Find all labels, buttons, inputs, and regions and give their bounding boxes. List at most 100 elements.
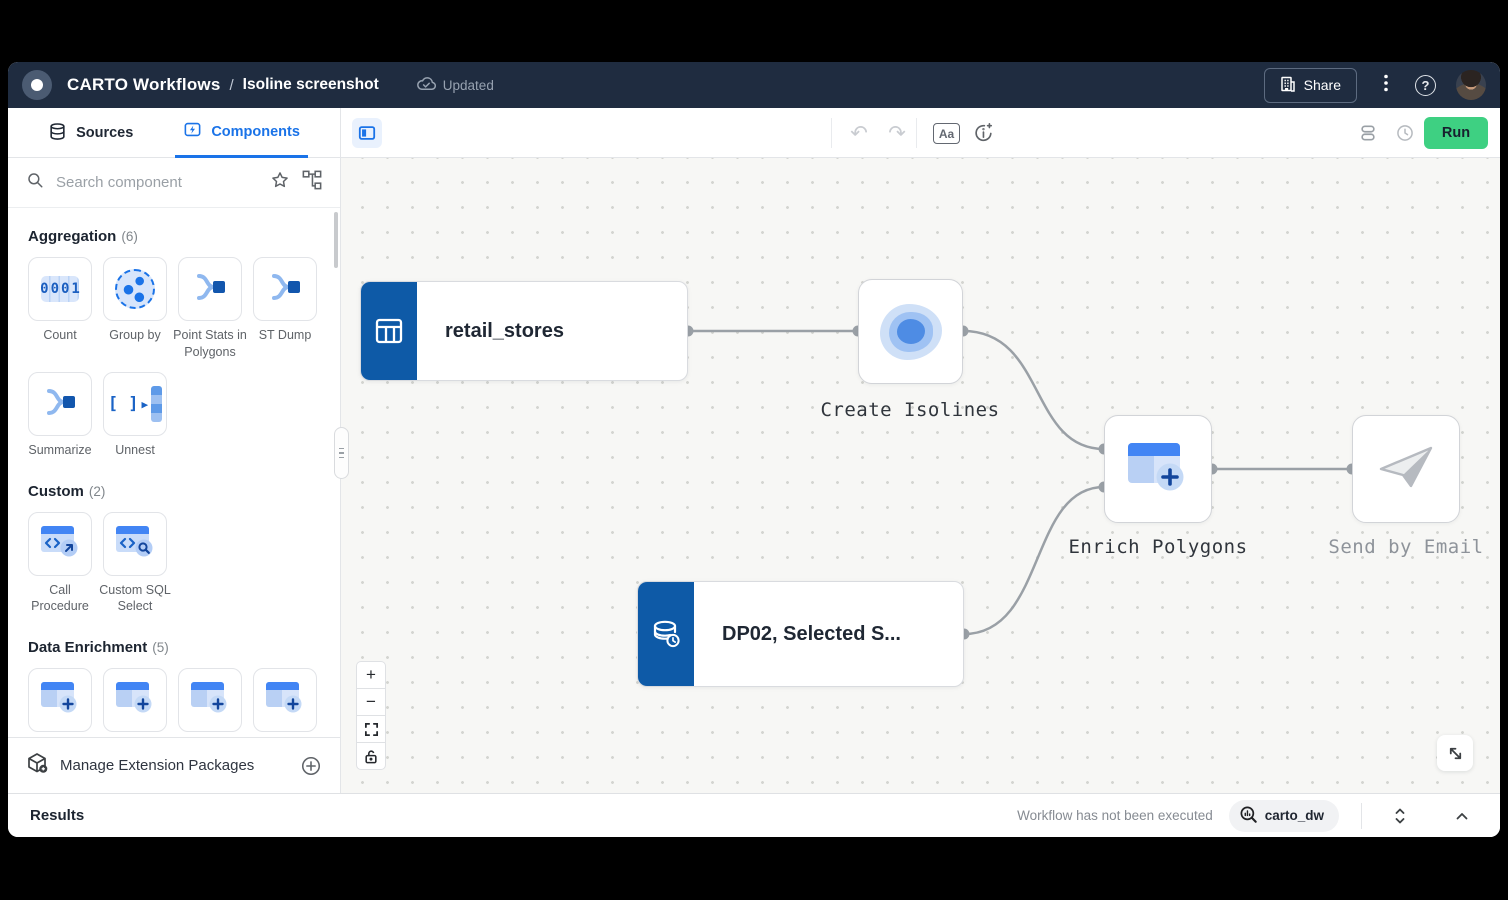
node-enrich-polygons[interactable] bbox=[1104, 415, 1212, 523]
table-source-icon bbox=[361, 282, 417, 380]
connection-badge[interactable]: carto_dw bbox=[1228, 799, 1339, 832]
isolines-icon bbox=[879, 303, 942, 360]
resize-results-button[interactable] bbox=[1384, 807, 1416, 825]
history-clock-button[interactable] bbox=[1390, 118, 1420, 148]
group-by-icon bbox=[115, 269, 155, 309]
fork-aggregate-icon bbox=[42, 384, 78, 425]
workflow-tree-icon[interactable] bbox=[302, 170, 322, 195]
search-input[interactable] bbox=[56, 174, 258, 191]
section-title-data-enrichment: Data Enrichment(5) bbox=[28, 638, 169, 656]
count-icon: 0001 bbox=[40, 276, 80, 302]
component-bolt-icon bbox=[183, 120, 202, 143]
component-card-enrichment[interactable] bbox=[103, 667, 167, 732]
tab-sources[interactable]: Sources bbox=[40, 108, 141, 158]
tab-sources-label: Sources bbox=[76, 125, 134, 141]
component-card-point-stats[interactable]: Point Stats in Polygons bbox=[173, 257, 247, 360]
section-count: (2) bbox=[88, 483, 106, 499]
data-observatory-icon bbox=[638, 582, 694, 686]
share-button[interactable]: Share bbox=[1263, 67, 1357, 103]
manage-extensions-bar[interactable]: Manage Extension Packages bbox=[8, 737, 340, 793]
component-label: Custom SQL Select bbox=[99, 582, 171, 614]
enrich-table-icon bbox=[1127, 441, 1189, 498]
results-bar: Results Workflow has not been executed c… bbox=[8, 793, 1500, 837]
manage-extensions-label: Manage Extension Packages bbox=[60, 757, 255, 774]
workflow-canvas[interactable]: retail_stores Create Isolines bbox=[341, 158, 1500, 793]
help-icon[interactable]: ? bbox=[1415, 74, 1436, 96]
component-card-enrichment[interactable] bbox=[253, 667, 317, 732]
workflow-title[interactable]: Isoline screenshot bbox=[242, 76, 379, 93]
redo-button[interactable]: ↷ bbox=[882, 118, 912, 148]
component-card-enrichment[interactable] bbox=[178, 667, 242, 732]
component-label: ST Dump bbox=[258, 328, 312, 342]
enrich-table-icon bbox=[115, 681, 155, 719]
component-card-enrichment[interactable] bbox=[28, 667, 92, 732]
section-title-custom: Custom(2) bbox=[28, 482, 106, 500]
components-sidebar: Aggregation(6) 0001 Count Group by bbox=[8, 158, 341, 793]
layers-settings-button[interactable] bbox=[1353, 118, 1383, 148]
node-label: DP02, Selected S... bbox=[722, 622, 901, 645]
enrich-table-icon bbox=[40, 681, 80, 719]
component-card-group-by[interactable]: Group by bbox=[103, 257, 167, 360]
favorites-star-icon[interactable] bbox=[270, 170, 290, 195]
undo-icon: ↶ bbox=[850, 121, 868, 145]
sidebar-scrollbar[interactable] bbox=[334, 212, 338, 268]
component-card-custom-sql-select[interactable]: Custom SQL Select bbox=[99, 511, 171, 615]
component-card-unnest[interactable]: [ ]▶ Unnest bbox=[103, 372, 167, 459]
canvas-zoom-controls: + − bbox=[356, 661, 386, 770]
app-title: CARTO Workflows bbox=[67, 75, 221, 94]
component-label: Unnest bbox=[115, 443, 155, 457]
user-avatar[interactable] bbox=[1456, 70, 1486, 100]
section-title-aggregation: Aggregation(6) bbox=[28, 228, 138, 245]
carto-logo[interactable] bbox=[22, 70, 52, 100]
component-label: Call Procedure bbox=[31, 582, 89, 614]
unnest-icon: [ ]▶ bbox=[108, 386, 163, 422]
sidebar-resize-handle[interactable] bbox=[334, 427, 349, 479]
component-card-summarize[interactable]: Summarize bbox=[28, 372, 92, 459]
node-label: retail_stores bbox=[445, 319, 564, 342]
execution-status: Workflow has not been executed bbox=[1017, 808, 1213, 823]
component-card-st-dump[interactable]: ST Dump bbox=[253, 257, 317, 360]
fork-aggregate-icon bbox=[267, 269, 303, 310]
connection-wires bbox=[682, 325, 1358, 640]
send-plane-icon bbox=[1378, 445, 1434, 494]
component-search-row bbox=[8, 158, 340, 208]
data-explorer-icon bbox=[1239, 805, 1258, 827]
node-caption-enrich-polygons: Enrich Polygons bbox=[1068, 536, 1248, 558]
annotation-text-button[interactable]: Aa bbox=[933, 123, 960, 144]
node-create-isolines[interactable] bbox=[858, 279, 963, 384]
zoom-in-button[interactable]: + bbox=[356, 661, 386, 689]
component-card-count[interactable]: 0001 Count bbox=[28, 257, 92, 360]
save-status-label: Updated bbox=[442, 77, 494, 93]
run-button[interactable]: Run bbox=[1424, 117, 1488, 149]
toggle-sidebar-button[interactable] bbox=[352, 118, 382, 148]
component-label: Summarize bbox=[28, 443, 92, 457]
section-count: (5) bbox=[152, 639, 169, 655]
enrich-table-icon bbox=[265, 681, 305, 719]
cloud-done-icon bbox=[416, 76, 436, 94]
expand-canvas-button[interactable] bbox=[1437, 735, 1473, 771]
fork-aggregate-icon bbox=[192, 269, 228, 310]
fit-to-screen-button[interactable] bbox=[356, 715, 386, 743]
component-card-call-procedure[interactable]: Call Procedure bbox=[28, 511, 92, 615]
node-dp02[interactable]: DP02, Selected S... bbox=[637, 581, 964, 687]
toolbar-divider bbox=[831, 118, 832, 148]
node-caption-send-by-email: Send by Email bbox=[1328, 536, 1484, 558]
collapse-results-button[interactable] bbox=[1446, 808, 1478, 824]
node-send-by-email[interactable] bbox=[1352, 415, 1460, 523]
aa-icon: Aa bbox=[938, 126, 955, 141]
results-divider bbox=[1361, 802, 1362, 829]
component-list: Aggregation(6) 0001 Count Group by bbox=[8, 208, 340, 732]
undo-button[interactable]: ↶ bbox=[844, 118, 874, 148]
lock-canvas-button[interactable] bbox=[356, 742, 386, 770]
add-extension-icon[interactable] bbox=[300, 755, 322, 777]
zoom-out-button[interactable]: − bbox=[356, 688, 386, 716]
add-note-button[interactable] bbox=[968, 118, 998, 148]
component-label: Group by bbox=[109, 328, 161, 342]
app-window: CARTO Workflows / Isoline screenshot Upd… bbox=[8, 62, 1500, 837]
tab-components[interactable]: Components bbox=[175, 108, 308, 158]
save-status: Updated bbox=[416, 76, 494, 94]
more-options-icon[interactable] bbox=[1377, 74, 1395, 97]
organization-icon bbox=[1280, 76, 1296, 95]
node-retail-stores[interactable]: retail_stores bbox=[360, 281, 688, 381]
share-label: Share bbox=[1303, 77, 1341, 93]
